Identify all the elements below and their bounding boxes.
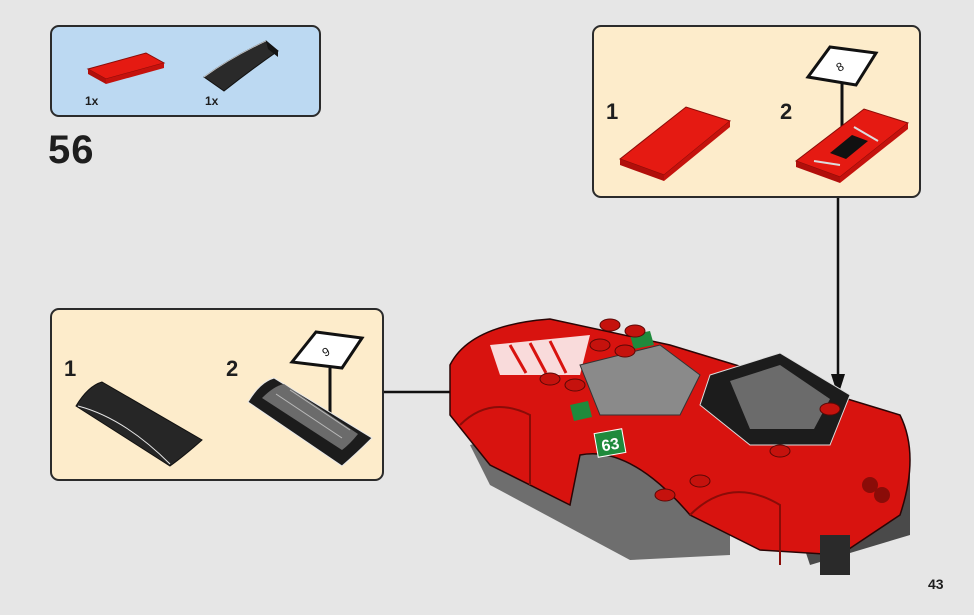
red-tile-icon (618, 106, 732, 181)
sub-step-number: 2 (226, 356, 239, 381)
red-tile-2x4-icon (86, 52, 166, 84)
quantity-label: 1x (85, 94, 99, 108)
sub-assembly-panel-top: 1 2 8 (592, 25, 921, 198)
sub-step-number: 2 (780, 99, 793, 124)
black-curved-slope-icon (203, 40, 279, 92)
black-curved-slope-icon (75, 381, 203, 467)
sub-assembly-panel-left: 1 2 9 (50, 308, 384, 481)
step-number: 56 (48, 128, 95, 172)
parts-list-panel: 1x 1x (50, 25, 321, 117)
red-race-car-body-icon: 63 (449, 318, 911, 575)
red-tile-with-sticker-icon: 8 (794, 45, 910, 183)
race-number: 63 (600, 436, 621, 456)
page-number: 43 (928, 576, 944, 592)
quantity-label: 1x (205, 94, 219, 108)
sub-step-number: 1 (64, 356, 77, 381)
black-slope-with-windshield-sticker-icon: 9 (247, 330, 373, 467)
sub-step-number: 1 (606, 99, 619, 124)
